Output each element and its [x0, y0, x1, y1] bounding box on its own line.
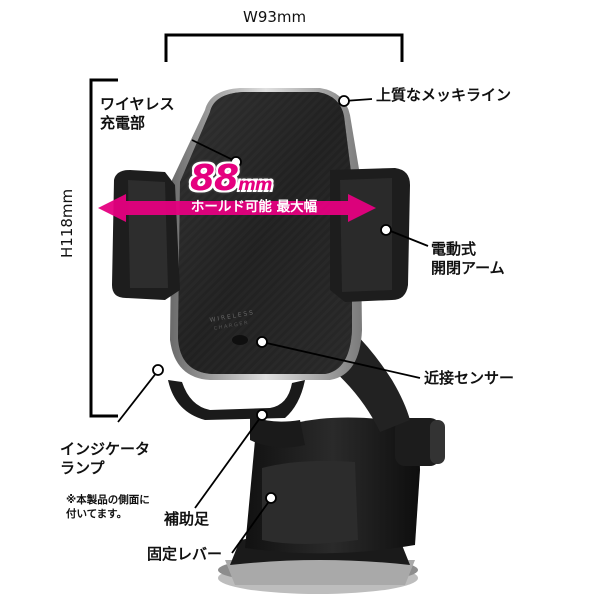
suction-base	[218, 532, 418, 594]
support-foot-cradle	[168, 380, 305, 420]
label-indicator-lamp: インジケータ ランプ	[60, 440, 151, 477]
label-electric-arm: 電動式 開閉アーム	[431, 240, 505, 277]
base-housing	[245, 417, 445, 554]
label-lock-lever: 固定レバー	[147, 545, 223, 563]
svg-text:C H A R G E R: C H A R G E R	[213, 320, 248, 332]
left-arm	[112, 170, 180, 300]
hold-width-value: 88mm	[190, 158, 273, 204]
hold-width-caption: ホールド可能 最大幅	[190, 199, 318, 215]
width-dimension-line	[164, 33, 404, 62]
height-label: H118mm	[58, 188, 76, 258]
hold-width-unit: mm	[238, 175, 272, 195]
width-label: W93mm	[243, 8, 307, 26]
label-proximity-sensor: 近接センサー	[424, 369, 515, 387]
leader-lines	[117, 98, 429, 554]
label-plating-line: 上質なメッキライン	[376, 86, 512, 104]
height-dimension-line	[89, 78, 118, 418]
proximity-sensor-window	[232, 335, 248, 345]
right-arm	[330, 168, 410, 302]
label-wireless-charging: ワイヤレス 充電部	[100, 95, 175, 132]
hold-width-arrow	[98, 194, 376, 222]
leader-dots	[152, 95, 392, 504]
label-indicator-note: ※本製品の側面に 付いてます。	[66, 493, 150, 520]
hold-width-number: 88	[190, 158, 239, 199]
label-support-foot: 補助足	[164, 510, 210, 528]
charging-pad: W I R E L E S S C H A R G E R	[170, 88, 362, 380]
